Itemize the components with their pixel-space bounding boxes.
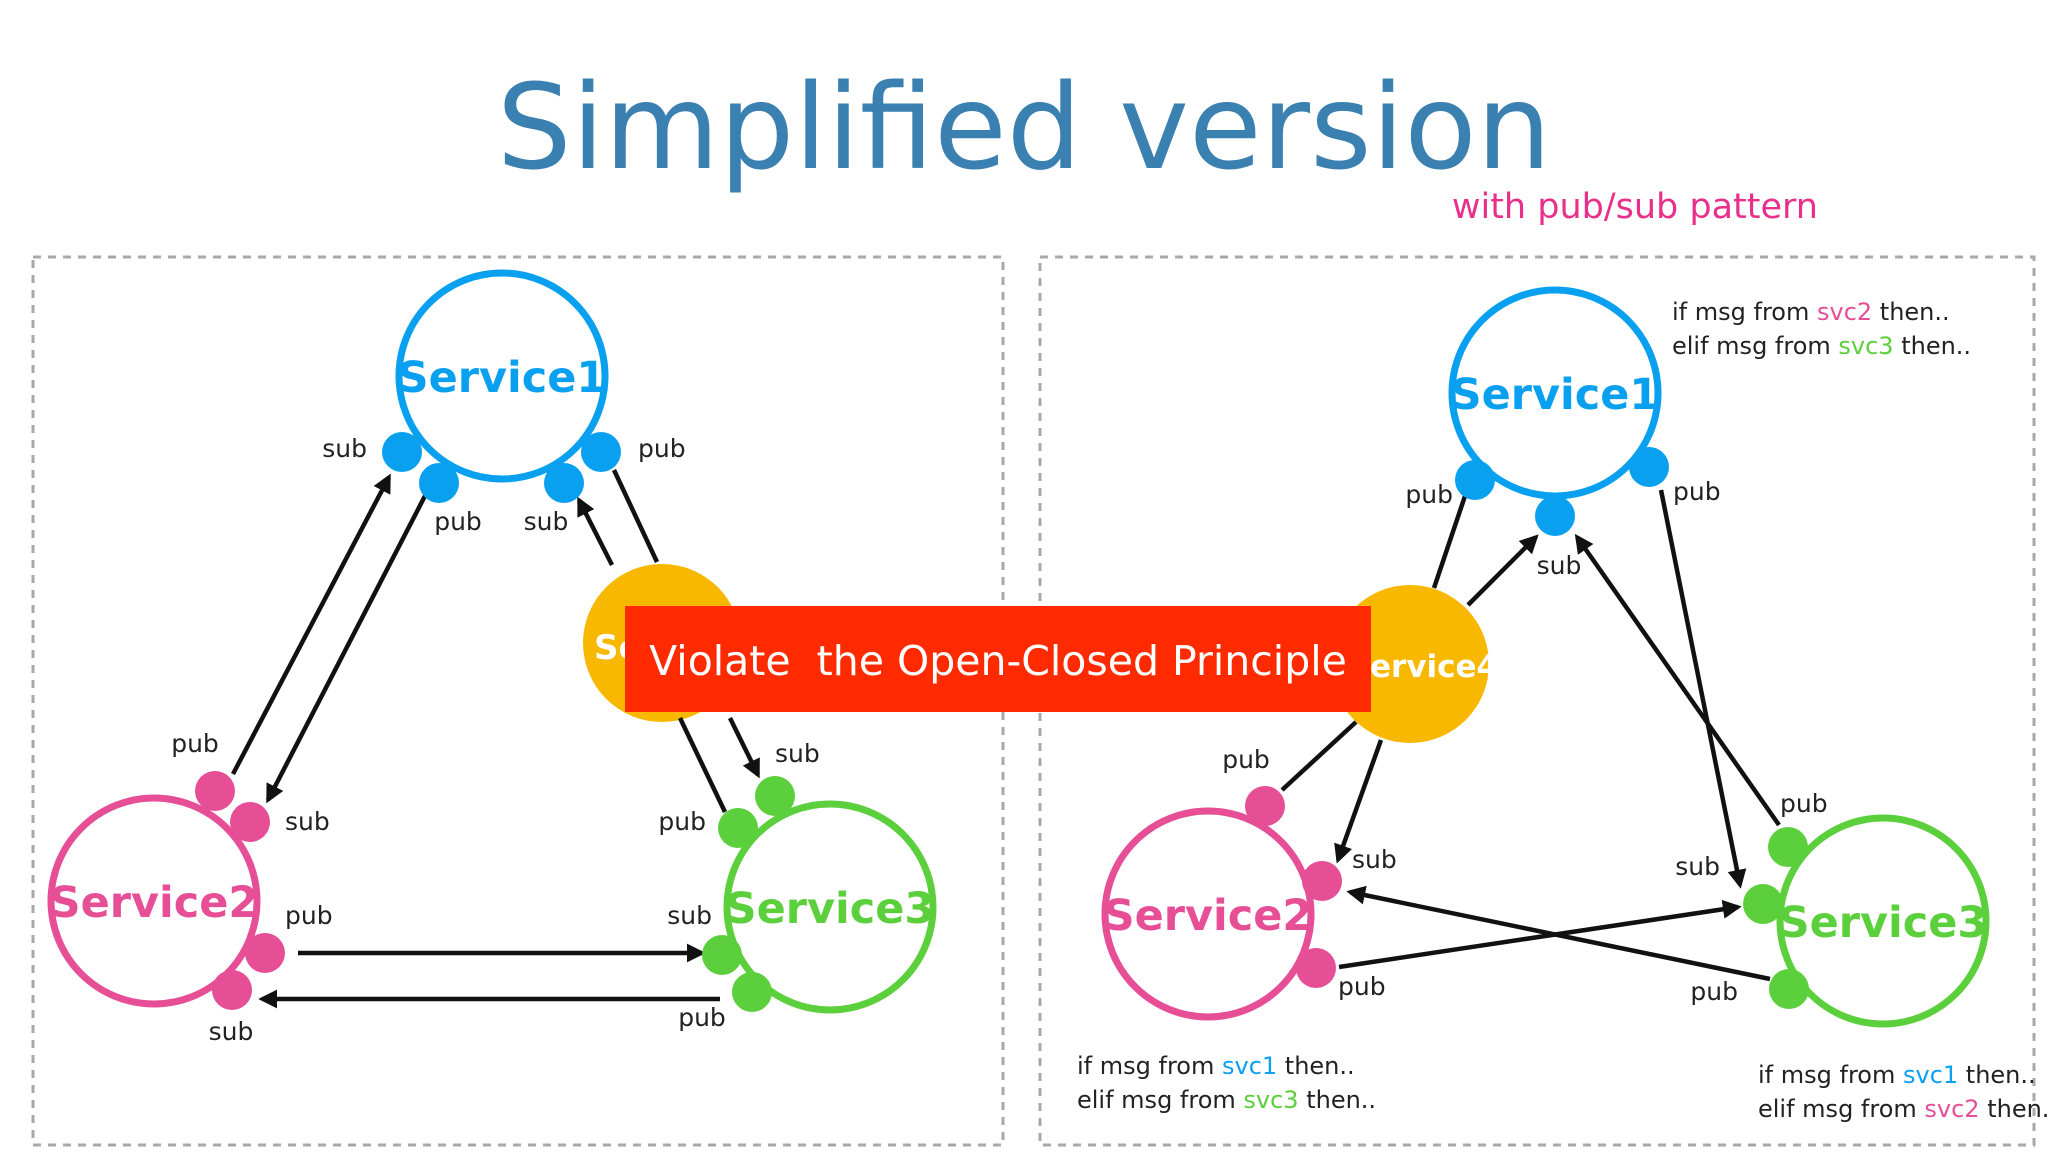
left-s2-pub-port-2: [245, 933, 285, 973]
right-s2-sub-port: [1302, 861, 1342, 901]
left-s3-pub-port-2: [732, 972, 772, 1012]
right-s2-sub-label: sub: [1352, 845, 1397, 874]
right-service2-label: Service2: [1104, 891, 1313, 941]
left-service1-label: Service1: [398, 353, 607, 403]
note-s2-line1: if msg from svc1 then..: [1077, 1052, 1355, 1080]
arrow-s1-pub-to-s3-sub: [1658, 489, 1747, 889]
note-s3-line1: if msg from svc1 then..: [1758, 1061, 2036, 1089]
left-service2-node: [47, 794, 261, 1008]
left-s3-sub-label: sub: [775, 739, 820, 768]
arrow-s3-pub-to-s4: [677, 717, 728, 813]
note-s2-line2: elif msg from svc3 then..: [1077, 1086, 1376, 1114]
left-service1-node: [395, 269, 609, 483]
left-s2-sub-port: [230, 802, 270, 842]
right-service2-node: [1101, 807, 1315, 1021]
right-s3-pub-label-2: pub: [1690, 977, 1738, 1006]
arrow-s2-pub-to-s1-sub: [231, 473, 391, 776]
right-s2-pub-label: pub: [1222, 745, 1270, 774]
arrow-s3-pub-to-s2-sub: [1346, 885, 1771, 982]
right-s3-sub-port: [1743, 884, 1783, 924]
left-s3-sub-label-2: sub: [667, 901, 712, 930]
left-service2-label: Service2: [50, 878, 259, 928]
left-s1-sub-label-2: sub: [524, 507, 569, 536]
violation-banner: Violate the Open-Closed Principle: [625, 606, 1371, 712]
right-s3-pub-port-2: [1769, 969, 1809, 1009]
right-s2-pub-port-2: [1296, 948, 1336, 988]
note-s1-line1: if msg from svc2 then..: [1672, 298, 1950, 326]
left-service3-label: Service3: [726, 884, 935, 934]
right-service4-label: ervice4: [1370, 649, 1498, 685]
right-service3-label: Service3: [1779, 898, 1988, 948]
left-s1-pub-label: pub: [434, 507, 482, 536]
right-s1-pub-label: pub: [1405, 480, 1453, 509]
right-service3-node: [1776, 814, 1990, 1028]
right-service1-label: Service1: [1451, 370, 1660, 420]
left-s3-pub-label: pub: [658, 807, 706, 836]
left-s1-pub-label-2: pub: [638, 434, 686, 463]
left-s1-pub-port-2: [581, 432, 621, 472]
right-s2-pub-port: [1245, 786, 1285, 826]
banner-background: [625, 606, 1371, 712]
left-s2-sub-label-2: sub: [209, 1017, 254, 1046]
slide-subtitle: with pub/sub pattern: [1452, 187, 1818, 227]
right-s1-pub-port-2: [1629, 447, 1669, 487]
arrow-s2-pub-to-s3-sub: [1338, 899, 1742, 970]
left-s1-pub-port: [419, 463, 459, 503]
left-s2-pub-port: [195, 771, 235, 811]
left-s3-sub-port-2: [702, 935, 742, 975]
left-s2-sub-port-2: [212, 970, 252, 1010]
left-s2-pub-label-2: pub: [285, 901, 333, 930]
right-s3-pub-label: pub: [1780, 789, 1828, 818]
right-s1-pub-label-2: pub: [1673, 477, 1721, 506]
arrow-s4-to-s1-sub: [1466, 534, 1539, 607]
left-s1-sub-port-2: [544, 463, 584, 503]
right-s3-sub-label: sub: [1675, 852, 1720, 881]
arrow-s2-pub-to-s4: [1280, 720, 1358, 792]
arrow-s1-pub-to-s2-sub: [266, 490, 429, 804]
right-s1-pub-port: [1455, 460, 1495, 500]
arrow-s1-pub-to-s4: [1431, 495, 1468, 589]
right-s1-sub-port: [1535, 496, 1575, 536]
left-s3-sub-port: [755, 776, 795, 816]
left-service3-node: [723, 800, 937, 1014]
arrow-s1-pub-to-s4: [611, 469, 660, 563]
arrow-s4-to-s1-sub: [576, 496, 615, 567]
note-s3-line2: elif msg from svc2 then..: [1758, 1095, 2048, 1123]
arrow-s4-to-s2-sub: [1334, 739, 1384, 864]
left-s1-sub-port: [382, 432, 422, 472]
right-diagram: ervice4 Service1 Service2 Service3 pub s…: [1077, 286, 2048, 1123]
right-s3-pub-port: [1768, 827, 1808, 867]
slide-title: Simplified version: [497, 58, 1552, 196]
right-s1-sub-label: sub: [1537, 551, 1582, 580]
left-s1-sub-label: sub: [322, 434, 367, 463]
arrow-s3-pub-to-s1-sub: [1574, 533, 1781, 827]
banner-text: Violate the Open-Closed Principle: [649, 637, 1347, 685]
left-s3-pub-label-2: pub: [678, 1003, 726, 1032]
left-s2-pub-label: pub: [171, 729, 219, 758]
left-s2-sub-label: sub: [285, 807, 330, 836]
arrow-s4-to-s3-sub: [727, 717, 761, 779]
left-s3-pub-port: [718, 808, 758, 848]
note-s1-line2: elif msg from svc3 then..: [1672, 332, 1971, 360]
right-s2-pub-label-2: pub: [1338, 972, 1386, 1001]
